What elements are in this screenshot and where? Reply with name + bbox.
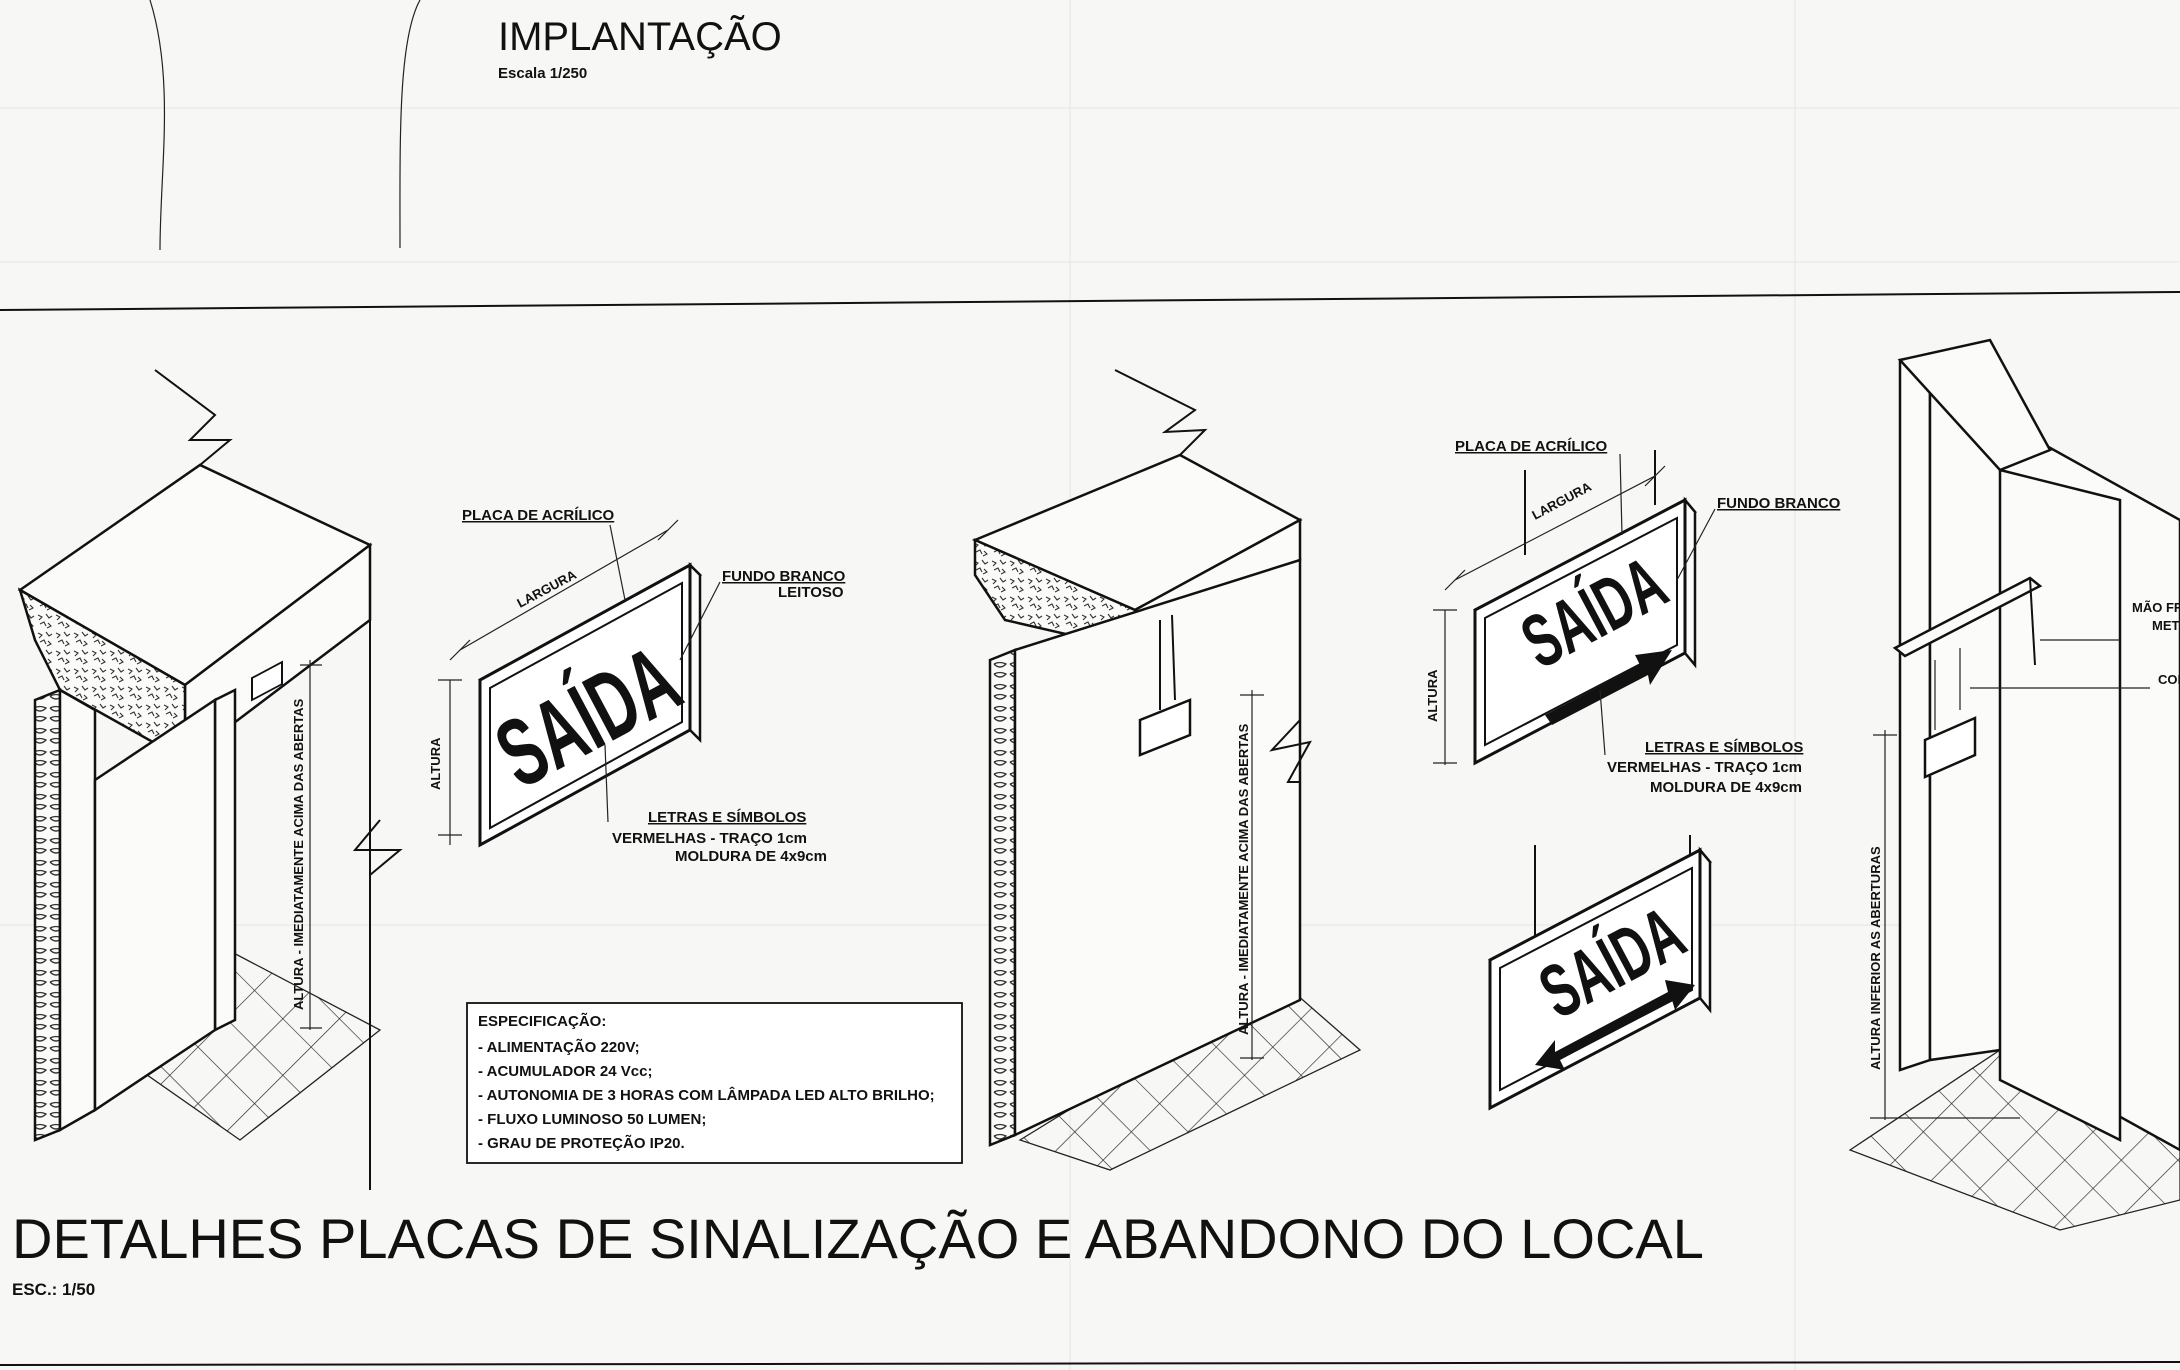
sign-panel: [478, 562, 692, 848]
altura-inferior-label: ALTURA INFERIOR AS ABERTURAS: [1868, 846, 1883, 1070]
hanging-sign-panel-1: [1473, 497, 1687, 766]
spec-item-5: - GRAU DE PROTEÇÃO IP20.: [478, 1134, 685, 1152]
specification-title: ESPECIFICAÇÃO:: [478, 1012, 606, 1030]
letras-simbolos-label-1: LETRAS E SÍMBOLOS: [648, 809, 806, 826]
small-hung-sign: [1138, 698, 1192, 757]
footer-title: DETALHES PLACAS DE SINALIZAÇÃO E ABANDON…: [12, 1207, 1704, 1270]
letras-simbolos-label-2: LETRAS E SÍMBOLOS: [1645, 739, 1803, 756]
wall-left: [33, 688, 62, 1142]
detail-hanging-signs: SAÍDA LARGURA ALTURA PLACA DE ACRÍLICO F…: [1425, 438, 1841, 1111]
footer-scale: ESC.: 1/50: [12, 1280, 95, 1299]
hanging-sign-panel-2: [1488, 847, 1702, 1111]
altura-label-1: ALTURA: [428, 737, 443, 790]
placa-acrilico-label-1: PLACA DE ACRÍLICO: [462, 507, 615, 524]
vermelhas-label-1: VERMELHAS - TRAÇO 1cm: [612, 830, 807, 847]
detail-wall-door: ALTURA - IMEDIATAMENTE ACIMA DAS ABERTAS: [17, 369, 403, 1190]
altura-imediatamente-label-1: ALTURA - IMEDIATAMENTE ACIMA DAS ABERTAS: [291, 698, 306, 1010]
implantacao-title: IMPLANTAÇÃO: [498, 14, 782, 59]
altura-label-2: ALTURA: [1425, 669, 1440, 722]
wall-3: [988, 648, 1017, 1147]
detail-bracket-sign: MÃO FRA METÁL COR ALTURA INFERIOR AS ABE…: [1848, 338, 2180, 1231]
door-back: [93, 697, 217, 1113]
small-sign: [251, 660, 283, 702]
spec-item-2: - ACUMULADOR 24 Vcc;: [478, 1063, 652, 1080]
largura-label-2: LARGURA: [1529, 479, 1594, 523]
spec-item-4: - FLUXO LUMINOSO 50 LUMEN;: [478, 1111, 706, 1128]
spec-item-3: - AUTONOMIA DE 3 HORAS COM LÂMPADA LED A…: [478, 1086, 935, 1104]
bracket-arm: [1892, 576, 2043, 658]
leitoso-label-1: LEITOSO: [778, 584, 844, 601]
mao-francesa-label-2: METÁL: [2152, 618, 2180, 633]
moldura-label-2: MOLDURA DE 4x9cm: [1650, 779, 1802, 796]
bracket-hung-sign: [1923, 716, 1977, 779]
detail-ceiling-hung: ALTURA - IMEDIATAMENTE ACIMA DAS ABERTAS: [971, 369, 1362, 1171]
moldura-label-1: MOLDURA DE 4x9cm: [675, 848, 827, 865]
jamb-right: [213, 687, 237, 1033]
section-divider-bottom: [0, 1361, 2180, 1366]
arrow-double: [1535, 980, 1695, 1070]
spec-item-1: - ALIMENTAÇÃO 220V;: [478, 1038, 640, 1056]
implantacao-scale: Escala 1/250: [498, 65, 587, 82]
mao-francesa-label-1: MÃO FRA: [2132, 600, 2180, 615]
placa-acrilico-label-2: PLACA DE ACRÍLICO: [1455, 438, 1608, 455]
vermelhas-label-2: VERMELHAS - TRAÇO 1cm: [1607, 759, 1802, 776]
fundo-branco-label-1: FUNDO BRANCO: [722, 568, 846, 585]
implantacao-area: IMPLANTAÇÃO Escala 1/250: [149, 0, 782, 251]
jamb-left: [58, 687, 97, 1133]
lintel-cut: [17, 587, 187, 763]
specification-box: ESPECIFICAÇÃO: - ALIMENTAÇÃO 220V; - ACU…: [466, 1002, 963, 1164]
detail-sign-blowup: SAÍDA LARGURA ALTURA PLACA DE ACRÍLICO F…: [428, 507, 846, 865]
largura-label-1: LARGURA: [514, 567, 579, 611]
corrente-label: COR: [2158, 672, 2180, 687]
fundo-branco-label-2: FUNDO BRANCO: [1717, 495, 1841, 512]
arrow-right: [1545, 650, 1672, 725]
section-divider-top: [0, 291, 2180, 311]
altura-imediatamente-label-2: ALTURA - IMEDIATAMENTE ACIMA DAS ABERTAS: [1236, 723, 1251, 1035]
